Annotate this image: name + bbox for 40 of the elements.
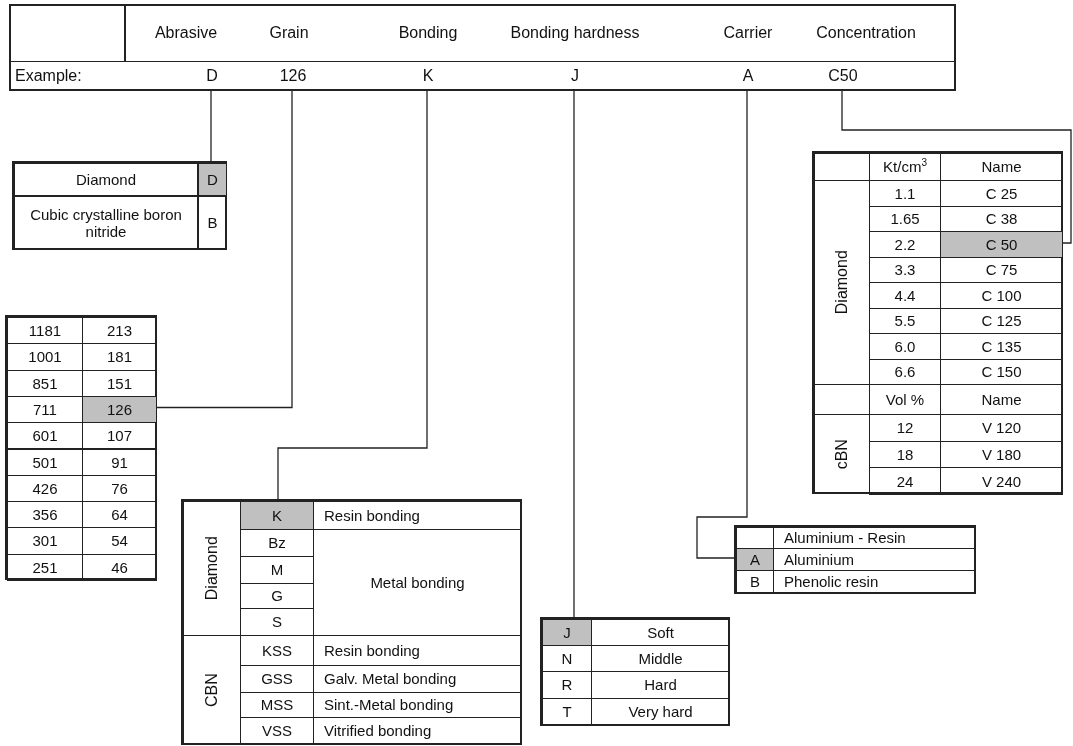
concentration-table [813,152,1062,493]
column-heading: Abrasive [141,6,231,61]
grain-table [6,316,156,579]
example-code: K [406,61,450,91]
bonding-table [182,500,521,744]
connector-line [155,89,293,409]
table-cell: Diamond [14,163,198,196]
connector-line [696,89,748,559]
connector-line [210,89,212,163]
highlighted-cell: K [240,501,314,530]
column-heading: Bonding [383,6,473,61]
example-code: C50 [821,61,865,91]
table-cell: 501 [7,448,83,476]
example-code: J [553,61,597,91]
highlighted-cell: D [198,163,227,196]
abrasive-table [13,162,226,249]
highlighted-cell: A [736,548,774,571]
table-cell: B [198,196,227,250]
table-cell [814,153,870,181]
table-cell: 251 [7,553,83,581]
column-heading: Concentration [801,6,931,61]
column-heading: Carrier [713,6,783,61]
column-heading: Grain [254,6,324,61]
table-cell: Cubic crystalline boron nitride [14,196,198,250]
connector-line [277,89,428,501]
column-heading: Bonding hardness [500,6,650,61]
carrier-table [735,526,975,593]
example-code: 126 [271,61,315,91]
highlighted-cell: C 50 [940,231,1063,258]
highlighted-cell: 126 [82,395,157,424]
table-cell: 601 [7,422,83,450]
table-cell: 1181 [7,317,83,345]
row-label: Example: [15,61,105,91]
example-code: A [726,61,770,91]
hardness-table [541,618,729,725]
example-code: D [190,61,234,91]
highlighted-cell: J [542,619,592,646]
header-table [10,5,955,90]
connector-line [841,89,1072,244]
connector-line [573,89,575,619]
